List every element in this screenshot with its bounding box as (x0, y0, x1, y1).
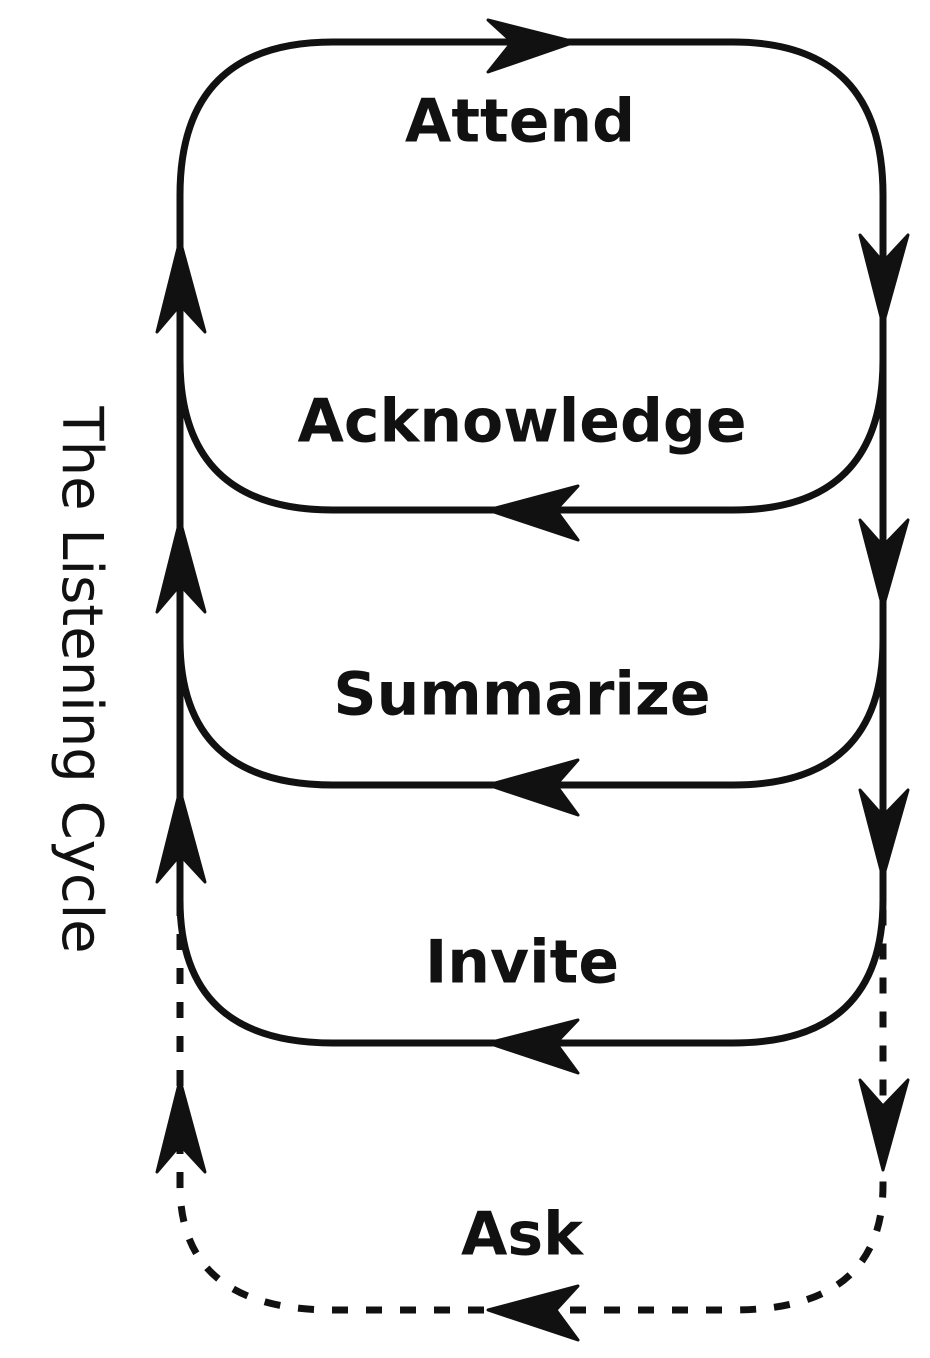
cycle-arrowheads (155, 18, 910, 1342)
loop-attend (176, 38, 887, 329)
arrow-right-top (486, 18, 577, 74)
stage-label-ask: Ask (461, 1200, 585, 1270)
arrow-up-4-dashed (155, 1078, 207, 1174)
stage-labels: Attend Acknowledge Summarize Invite Ask (297, 87, 746, 1270)
stage-label-attend: Attend (405, 87, 635, 157)
arrow-up-3 (155, 788, 207, 884)
arrow-up-1 (155, 238, 207, 334)
stage-label-invite: Invite (425, 928, 619, 998)
arrow-left-invite (486, 1018, 580, 1075)
arrow-left-summarize (486, 758, 580, 817)
stage-label-acknowledge: Acknowledge (297, 387, 746, 457)
arrow-down-4-dashed (858, 1078, 910, 1172)
arrow-down-3 (858, 788, 910, 880)
arrow-up-2 (155, 518, 207, 614)
diagram-title: The Listening Cycle (49, 405, 114, 953)
loop-ask (176, 900, 887, 1314)
arrow-left-ask (486, 1284, 580, 1342)
arrow-left-acknowledge (486, 484, 580, 542)
arrow-down-1 (858, 233, 910, 327)
arrow-down-2 (858, 518, 910, 610)
stage-label-summarize: Summarize (333, 660, 710, 730)
